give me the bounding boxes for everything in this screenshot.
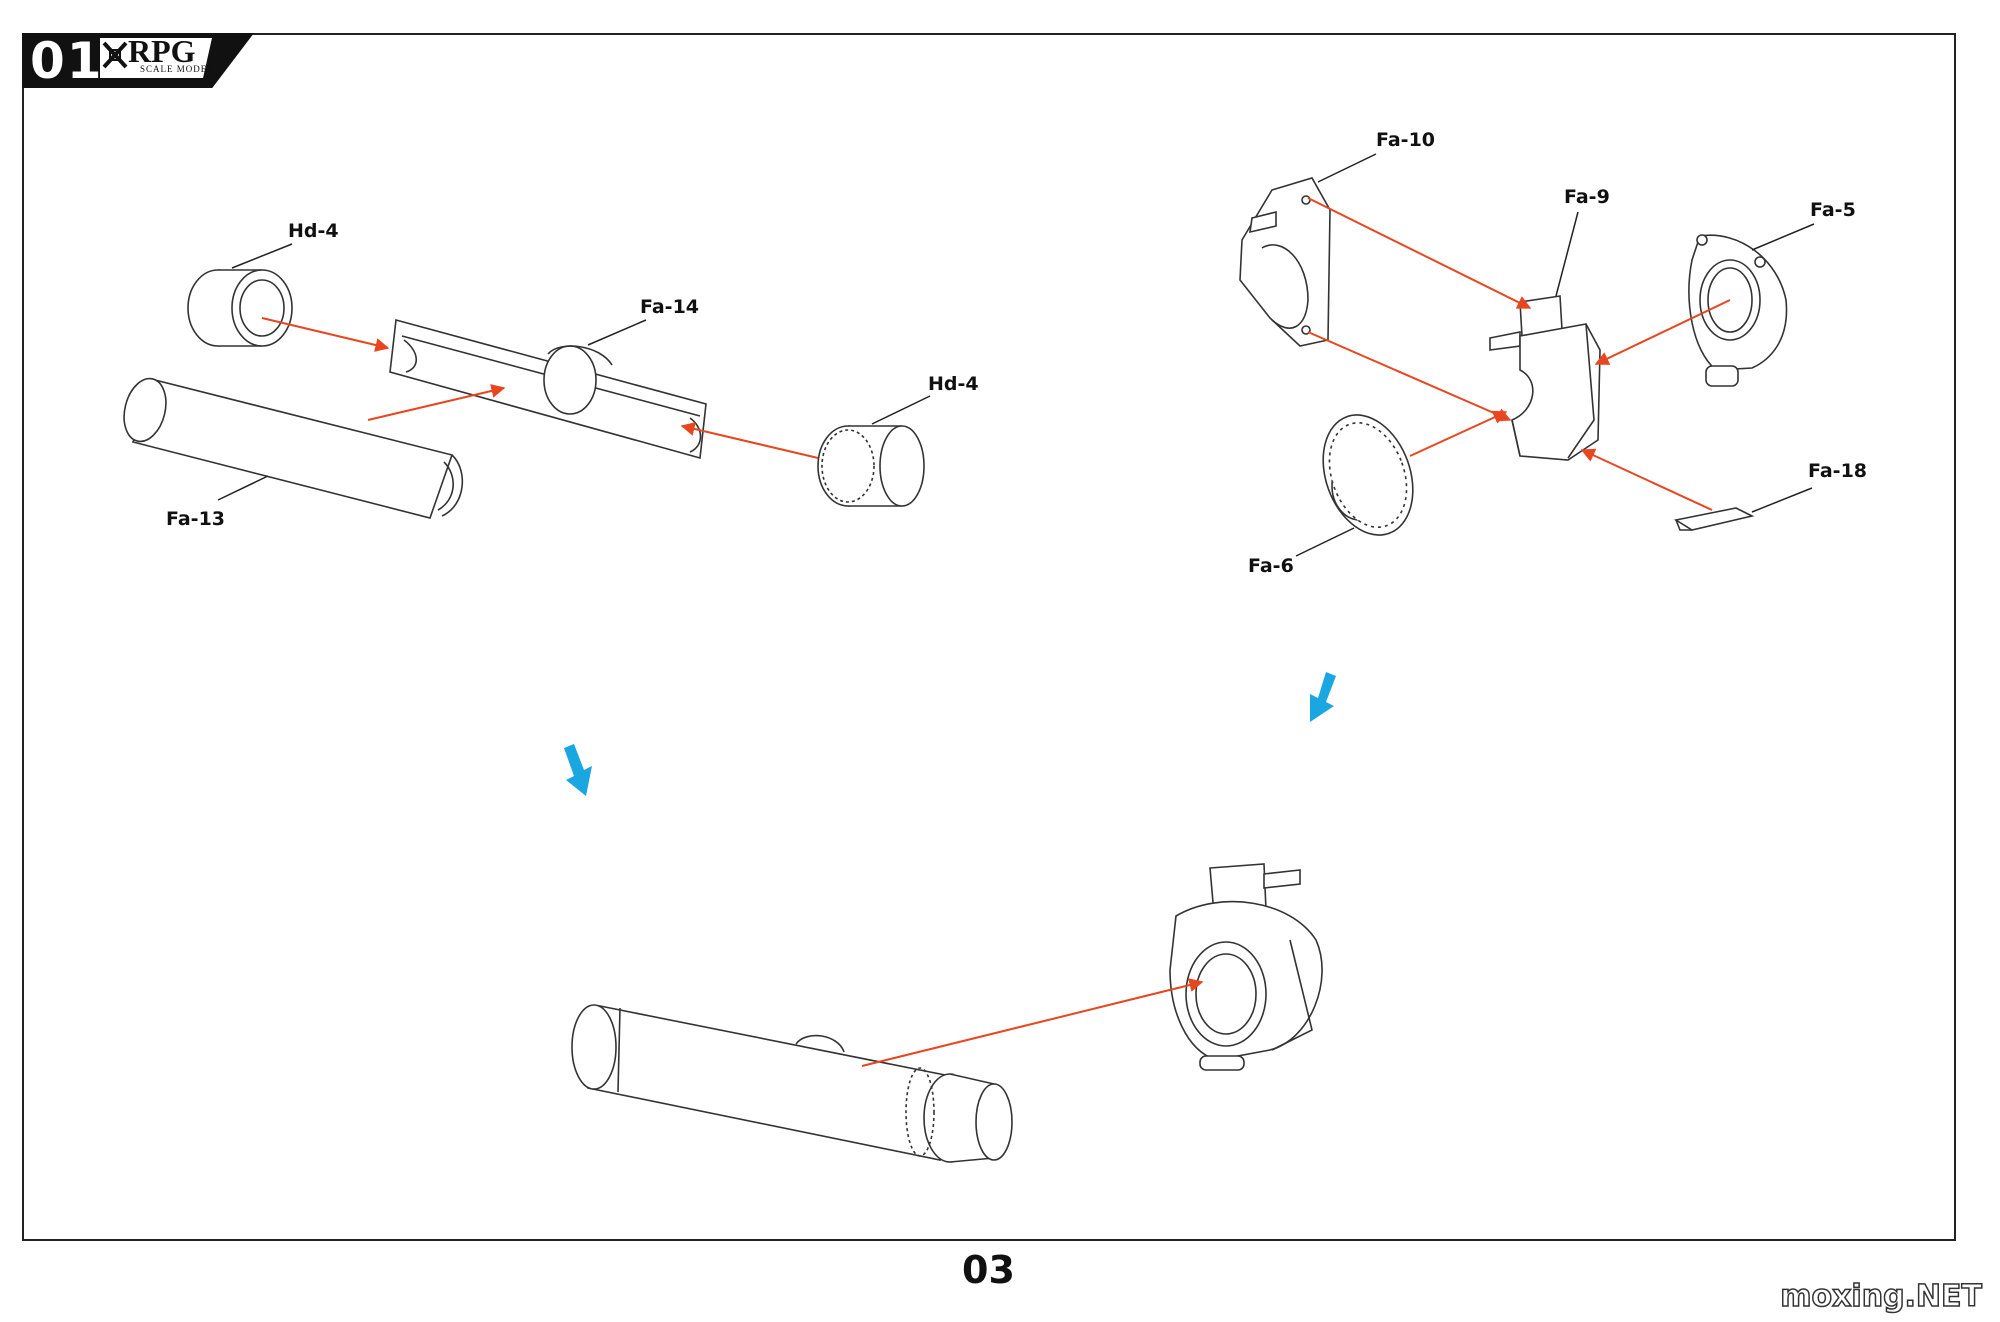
part-label-fa6: Fa-6 [1248, 555, 1294, 577]
part-label-fa10: Fa-10 [1376, 129, 1436, 151]
brand-name: RPG [128, 33, 196, 69]
part-fa18-drawing [1673, 507, 1755, 531]
part-label-hd4-left: Hd-4 [288, 220, 339, 242]
part-hd4-left-drawing [187, 269, 293, 347]
part-label-fa5: Fa-5 [1810, 199, 1856, 221]
part-fa10-drawing [1239, 177, 1331, 347]
part-fa6-drawing [1322, 414, 1414, 536]
part-label-fa13: Fa-13 [166, 508, 226, 530]
part-fa5-drawing [1688, 234, 1788, 387]
part-label-fa14: Fa-14 [640, 296, 700, 318]
assembled-tube-drawing [571, 1004, 1013, 1163]
part-label-fa9: Fa-9 [1564, 186, 1610, 208]
part-label-fa18: Fa-18 [1808, 460, 1868, 482]
step-arrow-left-icon [564, 744, 592, 796]
crossed-swords-icon [102, 41, 128, 69]
page-number: 03 [962, 1248, 1015, 1292]
part-fa9-drawing [1489, 295, 1601, 461]
assembled-grip-drawing [1169, 863, 1323, 1071]
brand-subtitle: SCALE MODEL [140, 64, 214, 74]
part-fa14-drawing [389, 318, 707, 460]
part-fa13-drawing [123, 377, 464, 519]
step-number: 01 [30, 32, 104, 90]
part-label-hd4-right: Hd-4 [928, 373, 979, 395]
step-arrow-right-icon [1310, 672, 1336, 722]
watermark: moxing.NET [1779, 1278, 1982, 1315]
part-hd4-right-drawing [817, 425, 925, 507]
page-frame [22, 33, 1956, 1241]
